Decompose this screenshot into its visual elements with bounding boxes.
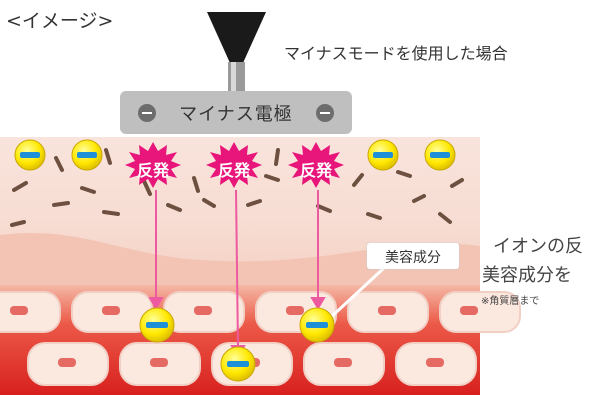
minus-ion-icon [367,139,399,171]
skin-wave [0,232,480,290]
probe-icon [207,12,266,92]
side-note: ※角質層まで [481,296,540,307]
minus-right-icon [316,104,334,122]
arrow [148,190,164,310]
minus-ion-icon [220,346,256,382]
tag-pointer [328,266,386,320]
minus-left-icon [138,104,156,122]
cell [27,342,109,386]
repulsion-label-3: 反発 [299,161,332,180]
side-text-line2: 美容成分を [482,265,572,286]
ingredient-tag-label: 美容成分 [385,250,441,266]
cell [303,342,385,386]
ingredient-tag: 美容成分 [367,243,459,269]
minus-ion-icon [139,307,175,343]
minus-ion-icon [299,307,335,343]
repulsion-label-2: 反発 [217,161,250,180]
minus-ion-icon [71,139,103,171]
cell [347,291,429,333]
cell [395,342,477,386]
cell [0,291,61,333]
arrow [310,190,326,310]
minus-ion-icon [424,139,456,171]
mode-caption: マイナスモードを使用した場合 [284,44,508,63]
electrode-box: マイナス電極 [120,91,352,134]
cell-row-2 [27,342,477,386]
side-text-line1: イオンの反 [493,236,583,257]
starburst-icon [206,142,262,188]
starburst-icon [125,142,181,188]
cell [163,291,245,333]
starburst-icon [288,142,344,188]
repulsion-label-1: 反発 [136,161,169,180]
image-title: <イメージ> [6,10,114,32]
minus-ion-icon [14,139,46,171]
fiber-dashes [10,148,464,227]
cell [439,291,521,333]
cell [119,342,201,386]
electrode-label: マイナス電極 [179,104,293,125]
